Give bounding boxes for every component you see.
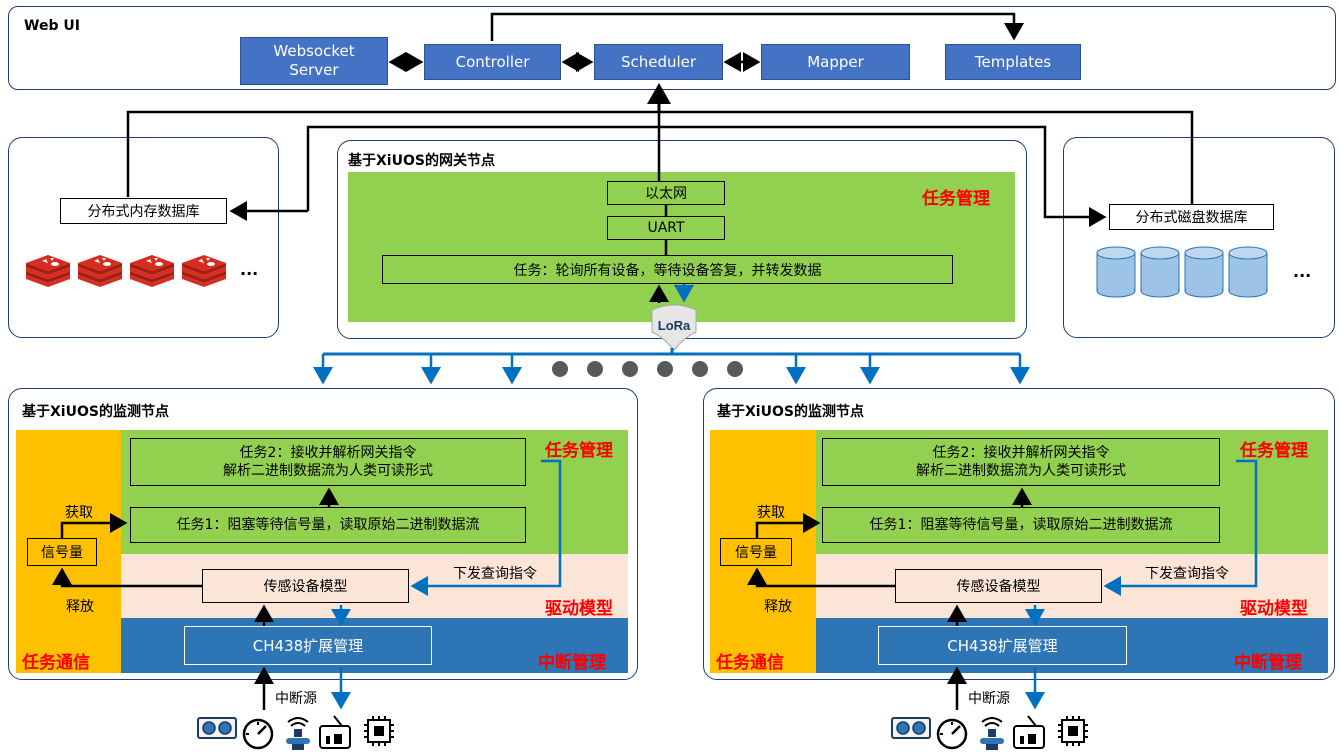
monitor-node-right-title: 基于XiUOS的监测节点 [717, 404, 864, 420]
websocket-server-module: Websocket Server [240, 37, 388, 85]
task2-line1: 任务2：接收并解析网关指令 [932, 445, 1110, 461]
lora-icon: LoRa [646, 302, 702, 352]
gateway-task-box: 任务：轮询所有设备，等待设备答复，并转发数据 [382, 255, 953, 284]
driver-model-label-left: 驱动模型 [545, 599, 613, 619]
monitor-node-left-title: 基于XiUOS的监测节点 [22, 404, 169, 420]
disk-icon-group [1095, 246, 1285, 298]
sensor-camera-icon [197, 717, 237, 739]
controller-module: Controller [424, 44, 561, 80]
task2-line2: 解析二进制数据流为人类可读形式 [916, 463, 1126, 479]
interrupt-source-label-left: 中断源 [275, 691, 317, 707]
gateway-task-mgmt-label: 任务管理 [922, 189, 990, 209]
memory-db-label: 分布式内存数据库 [60, 198, 227, 224]
task2-box: 任务2：接收并解析网关指令 解析二进制数据流为人类可读形式 [822, 438, 1220, 486]
gateway-title: 基于XiUOS的网关节点 [348, 153, 495, 169]
templates-module: Templates [945, 44, 1081, 80]
sensor-model-box: 传感设备模型 [202, 569, 409, 603]
ch438-box: CH438扩展管理 [878, 626, 1127, 665]
uart-box: UART [607, 216, 725, 240]
gauge-icon [242, 718, 274, 750]
database-cylinder-icon [1096, 246, 1268, 298]
sensor-icons-left [196, 712, 406, 752]
lora-label: LoRa [658, 318, 691, 333]
task2-box: 任务2：接收并解析网关指令 解析二进制数据流为人类可读形式 [130, 438, 526, 486]
semaphore-box: 信号量 [27, 538, 97, 566]
radio-icon [319, 715, 351, 749]
acquire-label: 获取 [65, 505, 93, 521]
semaphore-box: 信号量 [720, 538, 792, 566]
disk-db-label: 分布式磁盘数据库 [1109, 204, 1274, 230]
disk-db-panel [1063, 137, 1335, 338]
query-cmd-label: 下发查询指令 [453, 566, 537, 582]
ch438-box: CH438扩展管理 [184, 626, 432, 665]
signal-tower-icon [286, 717, 310, 750]
sensor-model-box: 传感设备模型 [895, 569, 1102, 603]
release-label: 释放 [66, 599, 94, 615]
mapper-module: Mapper [761, 44, 910, 80]
interrupt-mgmt-area [816, 618, 1328, 673]
interrupt-mgmt-area [121, 618, 628, 673]
query-cmd-label: 下发查询指令 [1145, 566, 1229, 582]
task1-box: 任务1：阻塞等待信号量，读取原始二进制数据流 [822, 507, 1220, 543]
task2-line1: 任务2：接收并解析网关指令 [239, 445, 417, 461]
task-comm-label-left: 任务通信 [22, 653, 90, 673]
redis-icon-group [24, 250, 234, 290]
redis-icon [26, 255, 226, 287]
interrupt-source-label-right: 中断源 [968, 691, 1010, 707]
release-label: 释放 [764, 599, 792, 615]
task-mgmt-label-right: 任务管理 [1240, 441, 1308, 461]
acquire-label: 获取 [757, 505, 785, 521]
driver-model-label-right: 驱动模型 [1240, 599, 1308, 619]
memory-db-panel [8, 137, 279, 338]
ethernet-box: 以太网 [607, 181, 725, 205]
scheduler-module: Scheduler [594, 44, 723, 80]
interrupt-mgmt-label-left: 中断管理 [538, 653, 606, 673]
memory-db-more: ... [240, 260, 259, 279]
chip-icon [364, 716, 394, 746]
disk-db-more: ... [1293, 262, 1312, 281]
task-comm-label-right: 任务通信 [716, 653, 784, 673]
task1-box: 任务1：阻塞等待信号量，读取原始二进制数据流 [130, 507, 526, 543]
task2-line2: 解析二进制数据流为人类可读形式 [223, 463, 433, 479]
web-ui-title: Web UI [24, 18, 80, 34]
task-mgmt-label-left: 任务管理 [545, 441, 613, 461]
ellipsis-dot-icon [548, 360, 748, 380]
interrupt-mgmt-label-right: 中断管理 [1234, 653, 1302, 673]
